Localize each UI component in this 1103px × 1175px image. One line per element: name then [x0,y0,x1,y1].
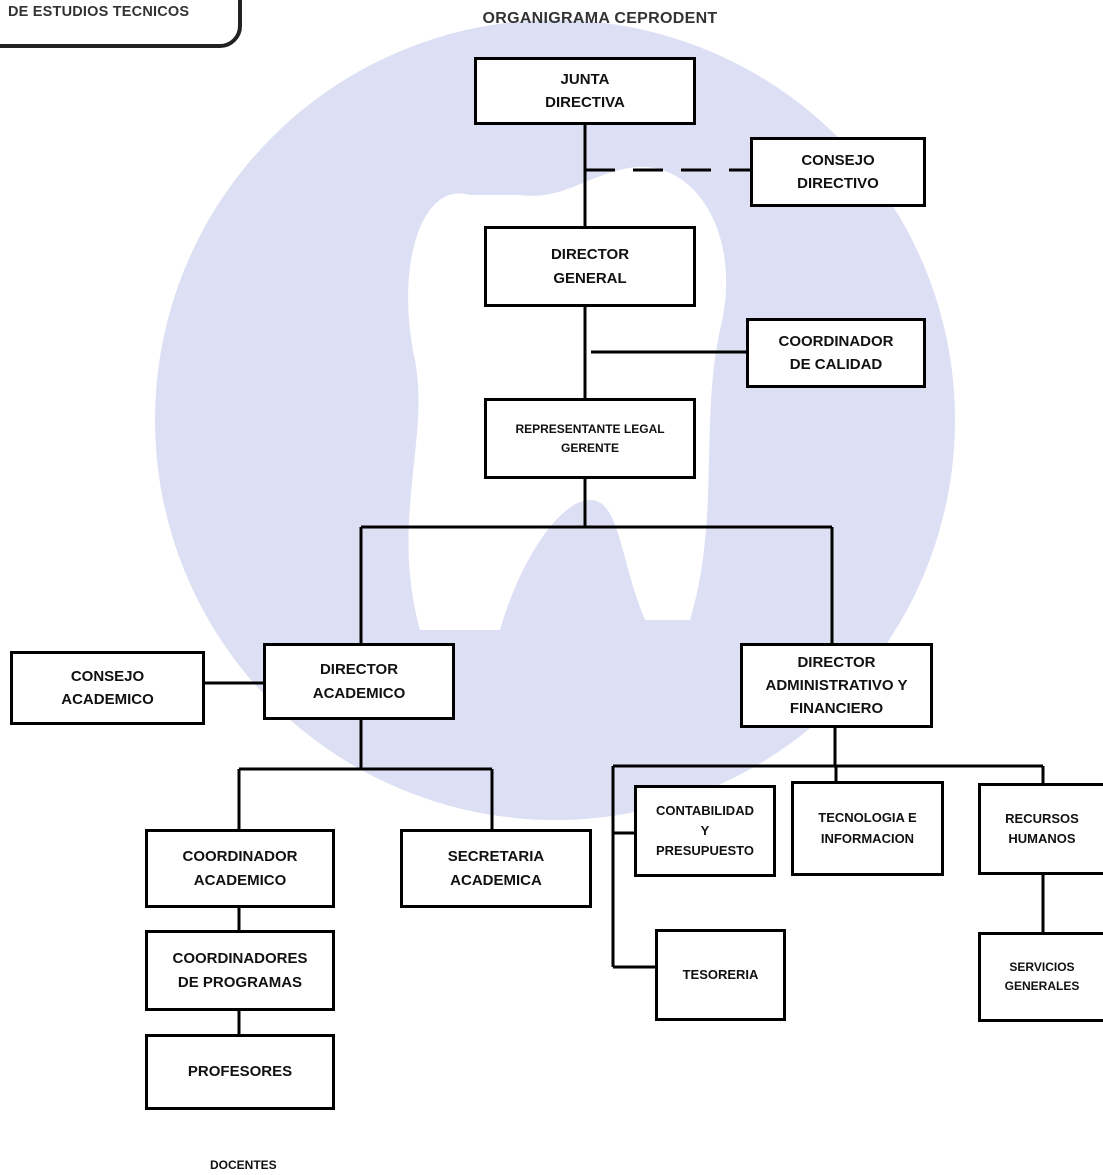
node-contabilidad: CONTABILIDAD Y PRESUPUESTO [634,785,776,877]
node-junta-directiva: JUNTA DIRECTIVA [474,57,696,125]
node-secretaria-academica: SECRETARIA ACADEMICA [400,829,592,908]
node-director-general: DIRECTOR GENERAL [484,226,696,307]
node-director-academico: DIRECTOR ACADEMICO [263,643,455,720]
node-label: COORDINADOR ACADEMICO [182,848,298,889]
node-tecnologia: TECNOLOGIA E INFORMACION [791,781,944,876]
node-label: REPRESENTANTE LEGAL GERENTE [515,421,665,455]
node-director-administrativo: DIRECTOR ADMINISTRATIVO Y FINANCIERO [740,643,933,728]
node-coordinadores-programas: COORDINADORES DE PROGRAMAS [145,930,335,1011]
node-label: CONSEJO DIRECTIVO [797,151,879,192]
node-profesores: PROFESORES [145,1034,335,1110]
node-label: SERVICIOS GENERALES [1004,960,1080,993]
node-label: CONTABILIDAD Y PRESUPUESTO [655,802,754,859]
node-recursos-humanos: RECURSOS HUMANOS [978,783,1103,875]
node-tesoreria: TESORERIA [655,929,786,1021]
node-label: TECNOLOGIA E INFORMACION [818,810,917,846]
node-label: TESORERIA [682,966,759,982]
node-label: JUNTA DIRECTIVA [545,70,625,111]
chart-title: ORGANIGRAMA CEPRODENT [482,10,718,27]
node-coordinador-academico: COORDINADOR ACADEMICO [145,829,335,908]
node-label: SECRETARIA ACADEMICA [447,848,545,889]
node-label: COORDINADORES DE PROGRAMAS [172,950,308,991]
node-consejo-directivo: CONSEJO DIRECTIVO [750,137,926,207]
logo-text: DE ESTUDIOS TECNICOS [8,4,190,20]
node-servicios-generales: SERVICIOS GENERALES [978,932,1103,1022]
node-label: DIRECTOR ADMINISTRATIVO Y FINANCIERO [765,653,908,718]
docentes-label: DOCENTES [210,1158,277,1172]
node-representante-legal: REPRESENTANTE LEGAL GERENTE [484,398,696,479]
node-coordinador-calidad: COORDINADOR DE CALIDAD [746,318,926,388]
node-label: RECURSOS HUMANOS [1005,810,1079,846]
node-consejo-academico: CONSEJO ACADEMICO [10,651,205,725]
logo: DE ESTUDIOS TECNICOS [0,0,242,48]
node-label: CONSEJO ACADEMICO [61,667,154,708]
node-label: COORDINADOR DE CALIDAD [778,332,894,373]
node-label: DIRECTOR ACADEMICO [312,661,406,702]
node-label: DIRECTOR GENERAL [550,246,630,287]
node-label: PROFESORES [187,1063,293,1081]
